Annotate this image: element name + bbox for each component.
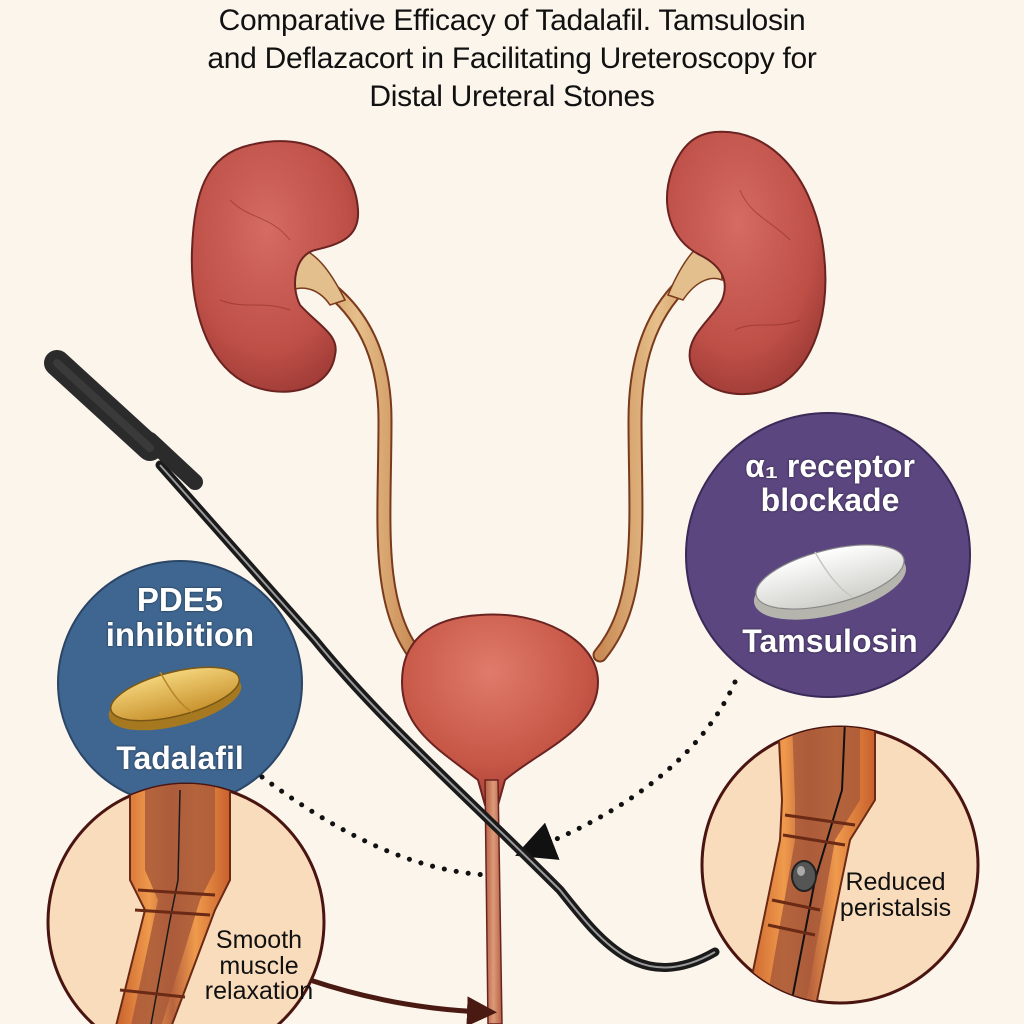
kidney-vessels bbox=[219, 189, 801, 331]
inset-left-line-3: relaxation bbox=[204, 977, 314, 1005]
urethra bbox=[484, 779, 503, 1024]
tadalafil-mechanism-label: PDE5 inhibition bbox=[60, 581, 300, 653]
left-kidney bbox=[190, 140, 360, 393]
left-inset-smooth-muscle bbox=[46, 782, 326, 1024]
tamsulosin-dotted-arrow bbox=[515, 679, 738, 860]
tamsulosin-drug-label: Tamsulosin bbox=[742, 623, 918, 659]
inset-left-line-2: muscle bbox=[219, 951, 299, 980]
relaxation-arrow bbox=[309, 977, 497, 1024]
bladder bbox=[400, 613, 600, 806]
diagram-title: Comparative Efficacy of Tadalafil. Tamsu… bbox=[0, 0, 1024, 116]
tamsulosin-mechanism-line-1: α₁ receptor bbox=[745, 448, 915, 484]
title-line-1: Comparative Efficacy of Tadalafil. Tamsu… bbox=[218, 4, 806, 37]
inset-left-line-1: Smooth bbox=[215, 926, 303, 954]
tadalafil-mechanism-line-2: inhibition bbox=[105, 615, 255, 653]
inset-right-line-1: Reduced bbox=[845, 868, 946, 896]
tadalafil-dotted-arrow bbox=[259, 774, 490, 878]
tamsulosin-mechanism-line-2: blockade bbox=[760, 481, 900, 518]
right-inset-peristalsis bbox=[700, 725, 980, 1005]
tadalafil-mechanism-line-1: PDE5 bbox=[136, 581, 224, 618]
inset-right-line-2: peristalsis bbox=[839, 893, 952, 922]
title-line-3: Distal Ureteral Stones bbox=[369, 80, 655, 113]
ureteroscope bbox=[44, 350, 720, 972]
tamsulosin-pill-icon bbox=[753, 544, 907, 620]
left-renal-pelvis bbox=[291, 244, 347, 306]
tadalafil-pill-icon bbox=[108, 666, 242, 731]
stone-icon bbox=[791, 860, 817, 892]
right-kidney bbox=[666, 130, 827, 396]
title-line-2: and Deflazacort in Facilitating Ureteros… bbox=[207, 42, 817, 75]
tadalafil-drug-label: Tadalafil bbox=[116, 740, 244, 776]
tamsulosin-mechanism-label: α₁ receptor blockade bbox=[690, 448, 970, 518]
reduced-peristalsis-label: Reduced peristalsis bbox=[828, 868, 963, 922]
smooth-muscle-relaxation-label: Smooth muscle relaxation bbox=[198, 926, 320, 1005]
